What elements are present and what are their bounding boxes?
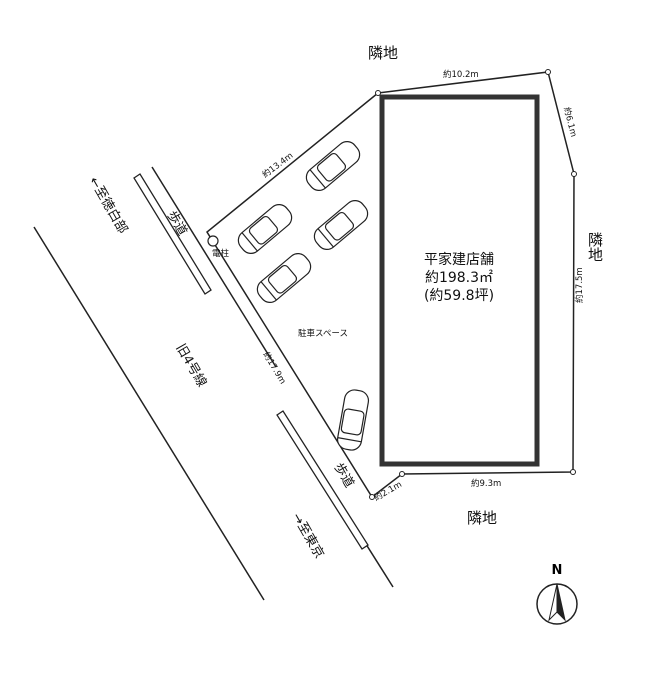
direction-south-label: →至東京 bbox=[289, 510, 328, 561]
corner-marker bbox=[369, 494, 375, 500]
boundary-markers bbox=[369, 69, 577, 500]
road-edge-far bbox=[33, 226, 265, 601]
sidewalk-upper bbox=[133, 173, 212, 295]
corner-marker bbox=[571, 171, 577, 177]
cars bbox=[237, 141, 370, 451]
car-icon bbox=[256, 253, 312, 303]
building-outline bbox=[379, 94, 540, 467]
svg-text:隣地: 隣地 bbox=[586, 232, 604, 262]
neighbor-label-bottom: 隣地 bbox=[467, 509, 497, 527]
sidewalks bbox=[133, 173, 369, 550]
corner-marker bbox=[375, 90, 381, 96]
north-arrow-icon: N bbox=[536, 563, 578, 625]
direction-north-label: ←至徳白部 bbox=[86, 174, 131, 236]
compass-label: N bbox=[552, 563, 563, 578]
dimension-bottom-left: 約2.1m bbox=[372, 479, 404, 504]
corner-marker bbox=[399, 471, 405, 477]
parking-label: 駐車スペース bbox=[298, 328, 348, 339]
car-icon bbox=[305, 141, 361, 191]
building-area-tsubo: (約59.8坪) bbox=[424, 288, 494, 304]
building-name: 平家建店舗 bbox=[424, 251, 494, 268]
sidewalk-lower bbox=[276, 410, 369, 550]
dimension-top: 約10.2m bbox=[443, 69, 479, 80]
road-name: 旧4号線 bbox=[173, 341, 210, 390]
car-icon bbox=[336, 389, 370, 451]
dimension-right: 約17.5m bbox=[574, 267, 585, 303]
corner-marker bbox=[545, 69, 551, 75]
site-boundary bbox=[206, 71, 575, 499]
utility-pole-icon bbox=[207, 235, 219, 247]
building-area-m2: 約198.3㎡ bbox=[425, 270, 493, 286]
road-edge-near-upper bbox=[151, 166, 277, 368]
car-icon bbox=[313, 200, 369, 250]
neighbor-label-top: 隣地 bbox=[368, 44, 398, 62]
car-icon bbox=[237, 204, 293, 254]
utility-pole-label: 電柱 bbox=[212, 248, 230, 259]
corner-marker bbox=[570, 469, 576, 475]
neighbor-label-right: 隣地 bbox=[586, 232, 604, 262]
dimension-bottom: 約9.3m bbox=[471, 478, 501, 489]
